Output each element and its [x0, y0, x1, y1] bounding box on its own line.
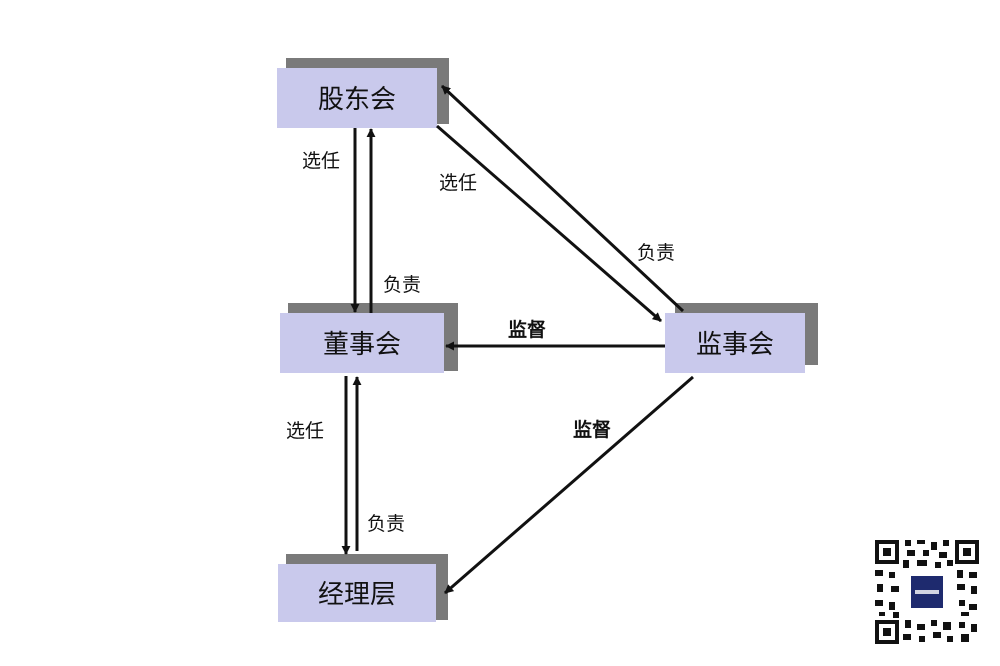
edge-label-board-to-mgmt: 选任 — [286, 420, 324, 442]
node-box — [278, 564, 436, 622]
node-label: 董事会 — [323, 330, 401, 360]
node-box — [277, 68, 437, 128]
edge-label-mgmt-to-board: 负责 — [367, 513, 405, 535]
node-shadow — [436, 554, 448, 620]
edge-label-sh-to-board: 选任 — [302, 150, 340, 172]
node-shadow — [286, 554, 448, 566]
node-supervisors: 监事会 — [665, 303, 818, 373]
node-shadow — [675, 303, 818, 315]
arrow-supervisors-to-management — [444, 375, 694, 595]
node-board: 董事会 — [280, 303, 458, 373]
node-box — [280, 313, 444, 373]
arrow-supervisors-to-shareholders — [440, 84, 685, 313]
edge-label-sup-to-board: 监督 — [508, 318, 546, 341]
edge-label-board-to-sh: 负责 — [383, 274, 421, 296]
node-label: 股东会 — [318, 85, 396, 115]
qr-code-icon — [873, 538, 981, 646]
node-shadow — [286, 58, 449, 70]
node-management: 经理层 — [278, 554, 448, 622]
node-shadow — [288, 303, 458, 315]
edge-label-sup-to-sh: 负责 — [637, 242, 675, 264]
node-shadow — [805, 303, 818, 365]
node-label: 监事会 — [696, 330, 774, 360]
node-shareholders: 股东会 — [277, 58, 449, 128]
edge-label-sup-to-mgmt: 监督 — [573, 418, 611, 441]
arrow-shareholders-to-supervisors — [436, 124, 662, 323]
node-shadow — [444, 303, 458, 371]
node-box — [665, 313, 805, 373]
node-label: 经理层 — [318, 580, 396, 610]
edge-label-sh-to-sup: 选任 — [439, 172, 477, 194]
